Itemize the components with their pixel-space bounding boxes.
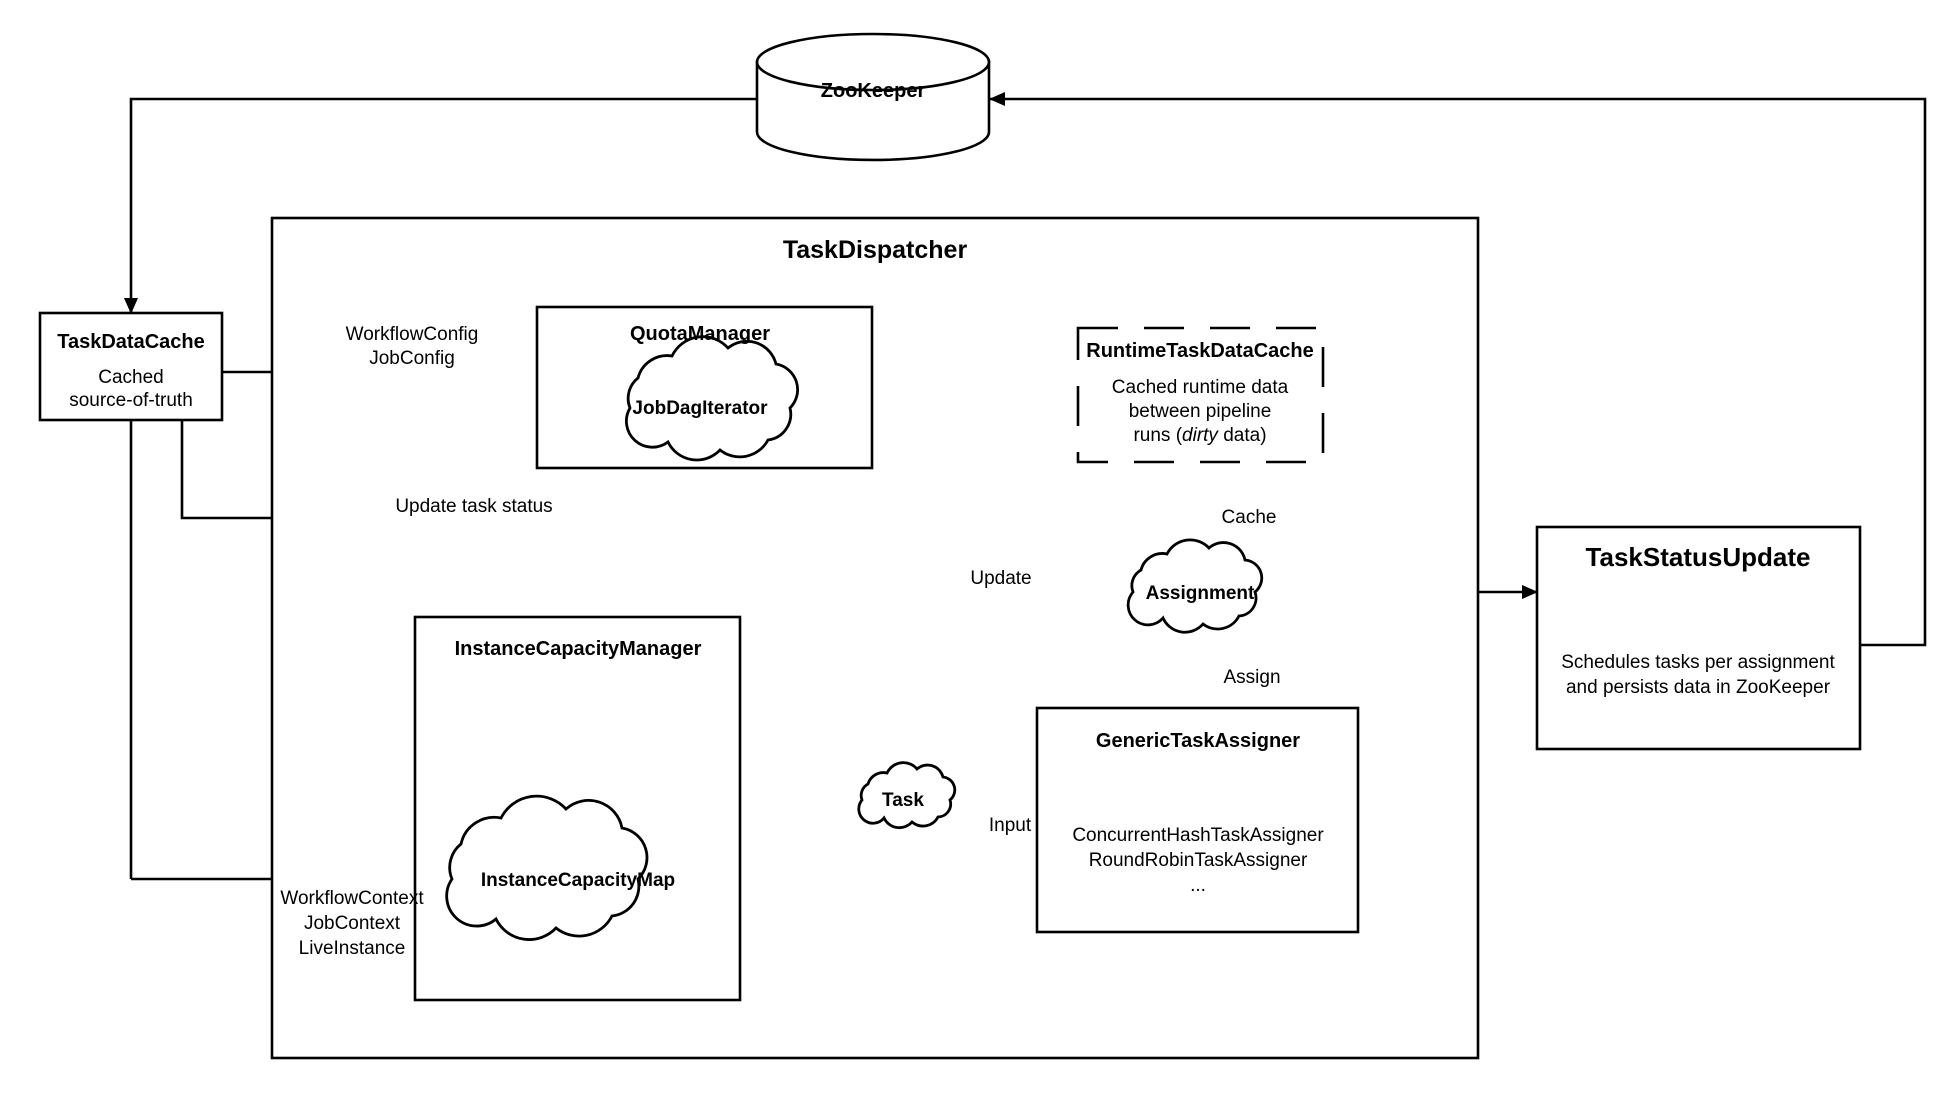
- generictaskassigner-body-line1: ConcurrentHashTaskAssigner: [1072, 825, 1324, 846]
- assignment-label: Assignment: [1146, 583, 1255, 604]
- node-assignment: [1126, 538, 1264, 634]
- label-assign: Assign: [1223, 667, 1280, 688]
- label-job-config: JobConfig: [369, 348, 455, 369]
- edge-zookeeper-to-taskdatacache: [123, 97, 757, 314]
- taskdatacache-title: TaskDataCache: [57, 331, 204, 353]
- label-workflow-context: WorkflowContext: [280, 888, 424, 909]
- runtimecache-line3-a: runs (: [1133, 425, 1182, 446]
- label-update-task-status: Update task status: [395, 496, 552, 517]
- jobdagiterator-label: JobDagIterator: [632, 398, 768, 419]
- generictaskassigner-body-line3: ...: [1190, 875, 1206, 896]
- node-instancecapacitymap: [445, 794, 649, 941]
- instancecapacitymap-label: InstanceCapacityMap: [481, 870, 675, 891]
- taskstatusupdate-title: TaskStatusUpdate: [1586, 542, 1811, 572]
- generictaskassigner-body-line2: RoundRobinTaskAssigner: [1089, 850, 1308, 871]
- task-label: Task: [882, 790, 924, 811]
- node-taskstatusupdate: [1535, 525, 1862, 751]
- runtimetaskdatacache-title: RuntimeTaskDataCache: [1086, 340, 1313, 362]
- edge-taskstatusupdate-to-zookeeper: [989, 91, 1927, 647]
- taskdispatcher-title: TaskDispatcher: [783, 236, 968, 264]
- generictaskassigner-title: GenericTaskAssigner: [1096, 730, 1300, 752]
- zookeeper-label: ZooKeeper: [821, 80, 926, 102]
- node-jobdagiterator: [625, 335, 800, 462]
- runtimetaskdatacache-body-line3: runs (dirty data): [1133, 425, 1266, 446]
- quotamanager-title: QuotaManager: [630, 323, 770, 345]
- runtimetaskdatacache-body-line1: Cached runtime data: [1112, 377, 1289, 398]
- taskdatacache-body-line1: Cached: [98, 367, 164, 388]
- label-cache: Cache: [1222, 507, 1277, 528]
- node-generictaskassigner: [1035, 706, 1360, 934]
- label-live-instance: LiveInstance: [299, 938, 406, 959]
- taskdatacache-body-line2: source-of-truth: [69, 390, 193, 411]
- label-update: Update: [970, 568, 1031, 589]
- node-zookeeper: [755, 32, 991, 162]
- label-workflow-config: WorkflowConfig: [346, 324, 479, 345]
- runtimecache-line3-italic: dirty: [1182, 425, 1219, 446]
- node-runtimetaskdatacache: [1076, 326, 1325, 464]
- taskstatusupdate-body-line1: Schedules tasks per assignment: [1561, 652, 1835, 673]
- runtimecache-line3-b: data): [1218, 425, 1267, 446]
- node-taskdatacache: [38, 311, 224, 422]
- taskstatusupdate-body-line2: and persists data in ZooKeeper: [1566, 677, 1831, 698]
- node-task: [857, 761, 957, 830]
- label-job-context: JobContext: [304, 913, 401, 934]
- instancecapacitymanager-title: InstanceCapacityManager: [455, 638, 702, 660]
- runtimetaskdatacache-body-line2: between pipeline: [1129, 401, 1272, 422]
- label-input: Input: [989, 815, 1032, 836]
